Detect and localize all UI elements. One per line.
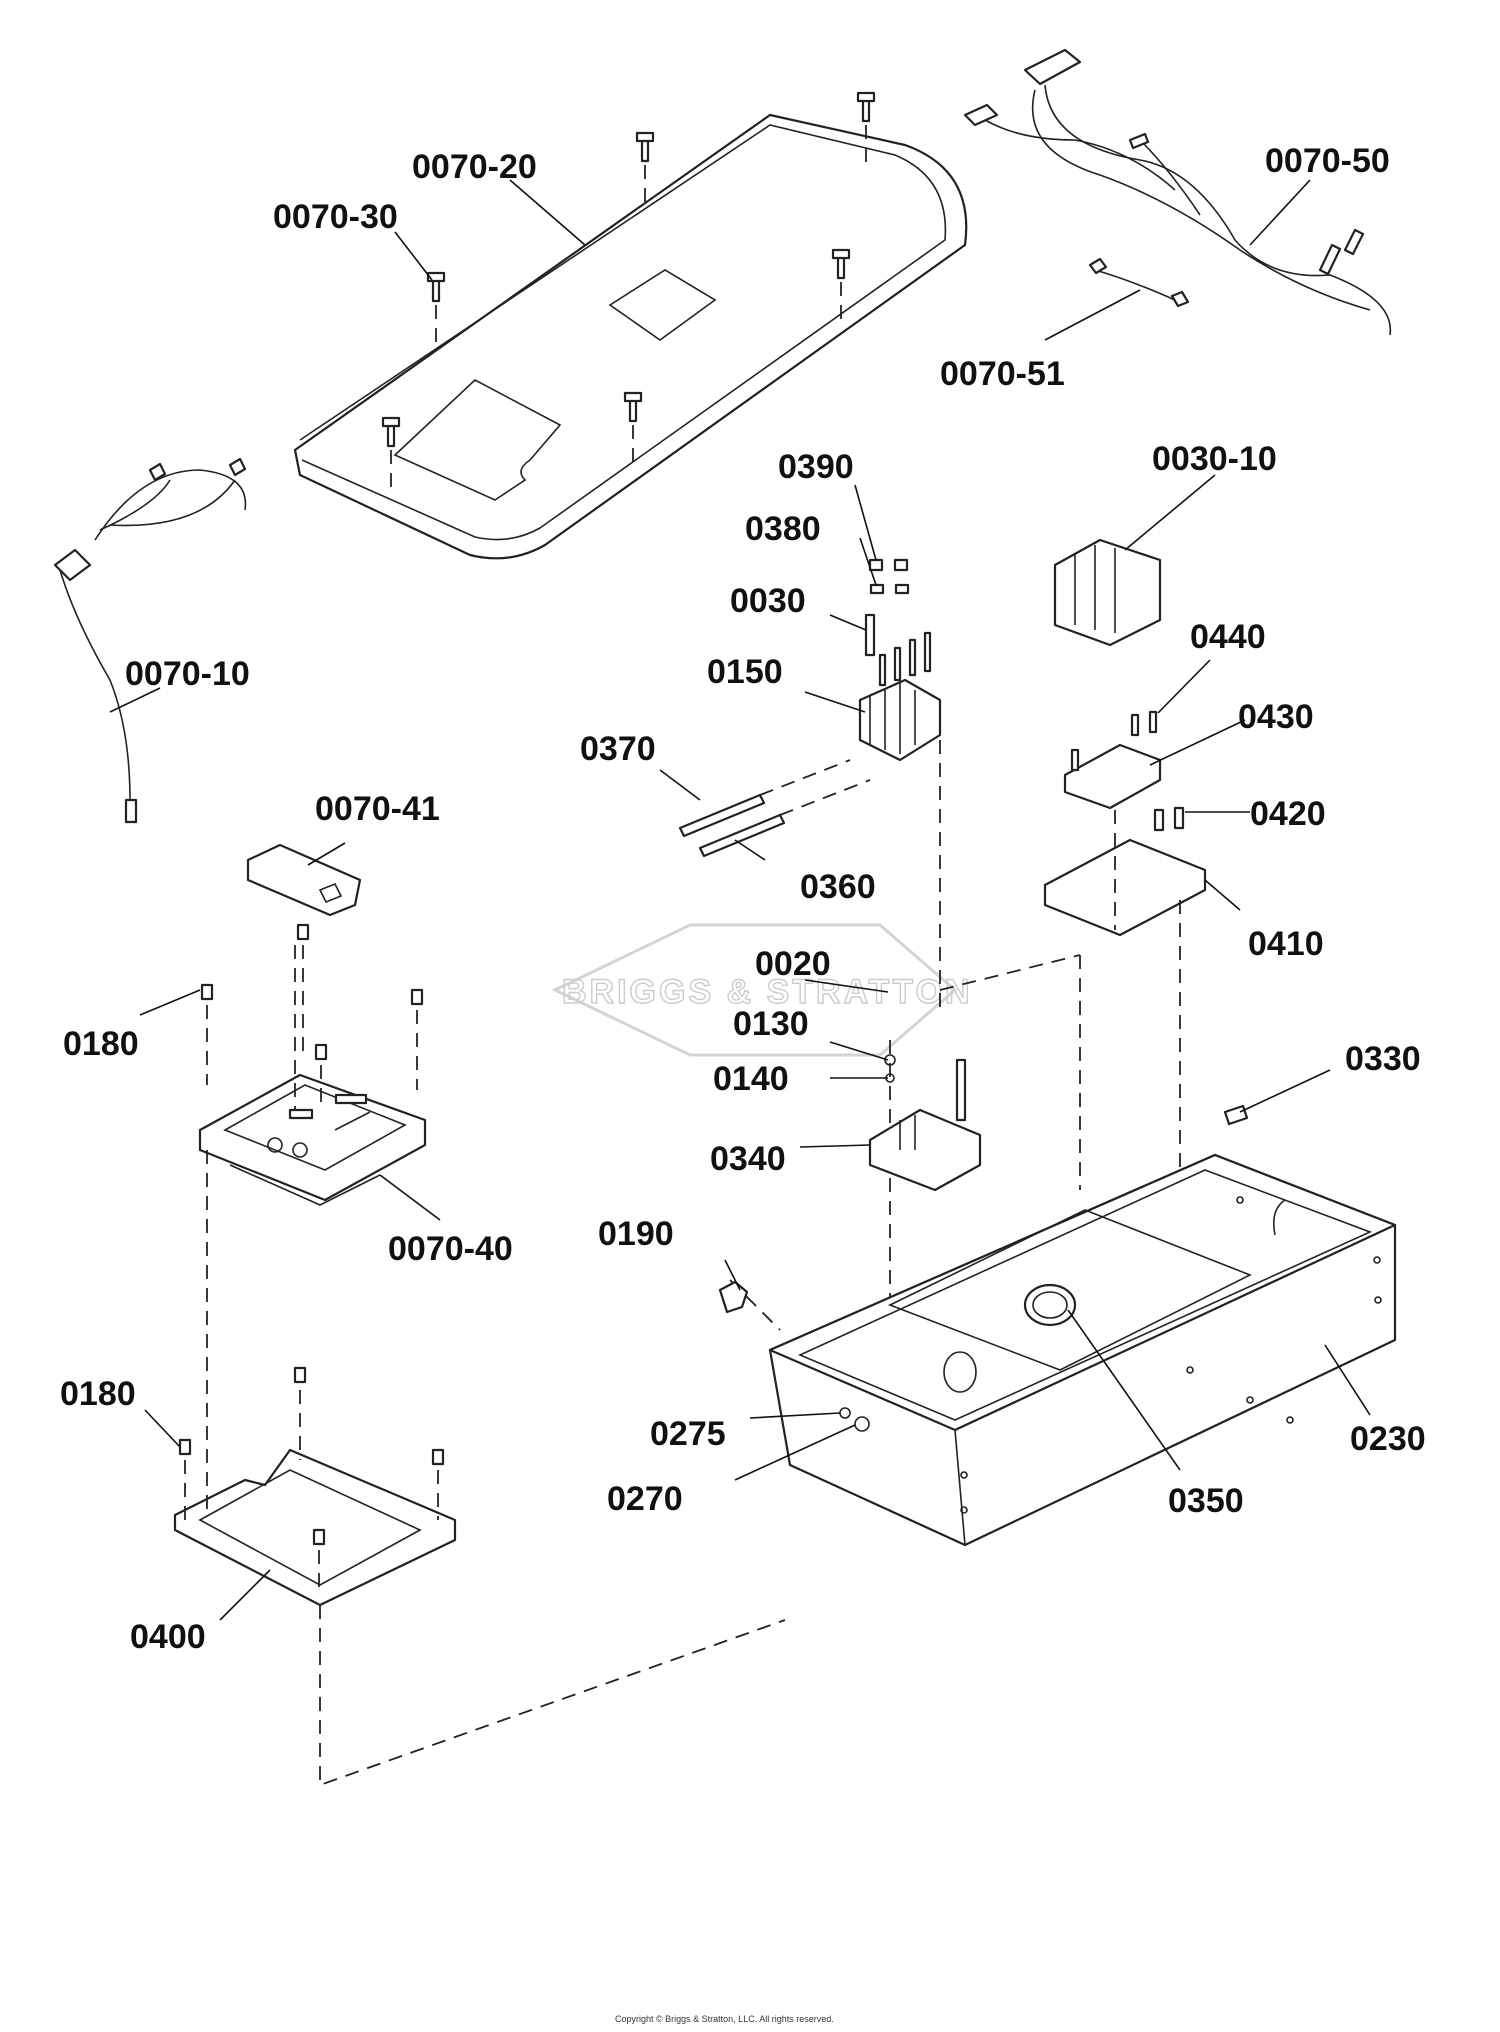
callout-0400: 0400 (130, 1618, 206, 1656)
regulator-0340 (868, 1054, 982, 1192)
callout-0070-20: 0070-20 (412, 148, 537, 186)
leader-lines (109, 179, 1371, 1621)
callout-0350: 0350 (1168, 1482, 1244, 1520)
callout-0410: 0410 (1248, 925, 1324, 963)
callout-0340: 0340 (710, 1140, 786, 1178)
callout-0070-51: 0070-51 (940, 355, 1065, 393)
callout-0030: 0030 (730, 582, 806, 620)
enclosure-box-0230 (768, 1153, 1397, 1547)
wiring-harness-0070-10 (53, 457, 247, 824)
callout-0140: 0140 (713, 1060, 789, 1098)
circuit-breaker-0030-10 (1053, 538, 1162, 647)
control-board-0070-40 (198, 1073, 427, 1206)
callout-0070-10: 0070-10 (125, 655, 250, 693)
callout-0070-40: 0070-40 (388, 1230, 513, 1268)
callout-0130: 0130 (733, 1005, 809, 1043)
cover-panel (293, 113, 968, 560)
callout-labels: 0070-20 0070-30 0070-50 0070-51 0070-10 … (60, 142, 1426, 1656)
pins-0370-0360 (678, 759, 871, 858)
callout-0430: 0430 (1238, 698, 1314, 736)
callout-0180-top: 0180 (63, 1025, 139, 1063)
callout-0070-41: 0070-41 (315, 790, 440, 828)
callout-0190: 0190 (598, 1215, 674, 1253)
ground-wire-0070-51 (1088, 257, 1190, 308)
callout-0380: 0380 (745, 510, 821, 548)
mounting-plate-0410 (1043, 806, 1207, 937)
breaker-bracket-0430 (1063, 710, 1162, 810)
callout-0390: 0390 (778, 448, 854, 486)
wiring-harness-0070-50 (963, 48, 1392, 336)
brand-watermark: BRIGGS & STRATTON (551, 923, 973, 1057)
assembly-lines (206, 740, 1181, 1787)
callout-0020: 0020 (755, 945, 831, 983)
board-screws (200, 923, 424, 1110)
callout-0440: 0440 (1190, 618, 1266, 656)
callout-0420: 0420 (1250, 795, 1326, 833)
callout-0230: 0230 (1350, 1420, 1426, 1458)
watermark-text: BRIGGS & STRATTON (562, 973, 973, 1011)
callout-0180-bottom: 0180 (60, 1375, 136, 1413)
base-plate-screws (178, 1366, 445, 1590)
cover-plate-0070-41 (246, 843, 362, 917)
enclosure-small-parts (718, 1104, 1249, 1432)
base-plate-0400 (173, 1448, 457, 1607)
copyright-notice: Copyright © Briggs & Stratton, LLC. All … (615, 2014, 834, 2024)
callout-0360: 0360 (800, 868, 876, 906)
callout-0370: 0370 (580, 730, 656, 768)
terminal-block-0150 (858, 558, 942, 762)
callout-0070-30: 0070-30 (273, 198, 398, 236)
callout-0270: 0270 (607, 1480, 683, 1518)
callout-0070-50: 0070-50 (1265, 142, 1390, 180)
callout-0330: 0330 (1345, 1040, 1421, 1078)
callout-0275: 0275 (650, 1415, 726, 1453)
callout-0150: 0150 (707, 653, 783, 691)
callout-0030-10: 0030-10 (1152, 440, 1277, 478)
